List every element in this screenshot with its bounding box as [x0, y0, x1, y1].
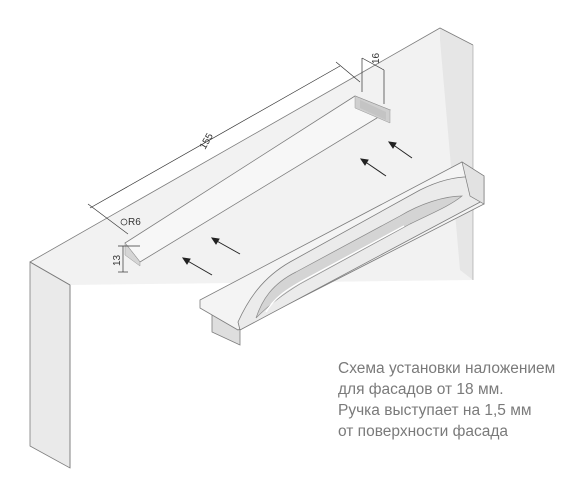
handle-end-face [461, 161, 485, 205]
panel-front-top-edge [29, 261, 71, 286]
length-extension-right [335, 61, 361, 83]
arrow-upper-right-1 [387, 141, 413, 159]
caption-line-2: для фасадов от 18 мм. [338, 381, 504, 398]
panel-top-face [30, 28, 473, 285]
radius-marker [120, 218, 128, 226]
depth-dimension-label: 13 [112, 254, 123, 266]
width-dimension-label: 16 [371, 52, 382, 64]
panel-top-edge [29, 27, 474, 263]
length-extension-left [87, 203, 129, 235]
handle [199, 161, 485, 346]
groove-end-wall [124, 242, 141, 267]
dimension-lines [87, 57, 385, 273]
length-dimension-label: 155 [198, 131, 216, 151]
width-dimension-line [361, 57, 385, 71]
radius-dimension-label: R6 [128, 217, 141, 228]
length-dimension-line [89, 65, 341, 209]
panel-front-face [29, 261, 71, 469]
handle-grip-recess [255, 195, 463, 319]
arrow-lower-left-2 [181, 257, 213, 276]
caption-line-1: Схема установки наложением [338, 360, 556, 377]
milled-groove [124, 95, 391, 267]
arrow-upper-right-2 [359, 158, 387, 177]
installation-caption: Схема установки наложением для фасадов о… [338, 358, 578, 442]
caption-line-3: Ручка выступает на 1,5 мм [338, 402, 532, 419]
insertion-arrows [181, 141, 413, 276]
arrow-lower-left-1 [210, 237, 241, 255]
caption-line-4: от поверхности фасада [338, 423, 508, 440]
handle-grip-highlight [265, 225, 405, 313]
groove-shading [360, 100, 386, 120]
panel-side-face [440, 28, 473, 280]
